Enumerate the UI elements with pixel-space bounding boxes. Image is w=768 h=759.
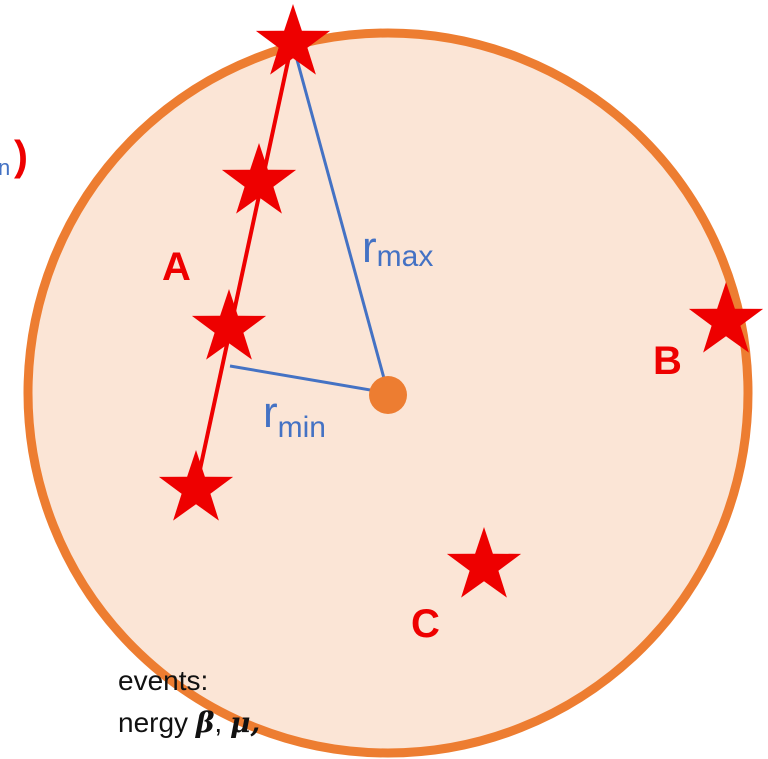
energy-mu: μ	[230, 706, 251, 739]
star-a2	[221, 143, 297, 214]
star-a1	[255, 4, 331, 75]
energy-suffix: ,	[249, 706, 260, 739]
r-min-sub: min	[278, 411, 326, 444]
r-min-line	[229, 364, 389, 395]
r-max-line	[291, 44, 390, 394]
r-max-r: r	[362, 223, 377, 272]
partial-line-events: events:	[118, 665, 208, 696]
label-track-a: A	[162, 245, 191, 289]
label-event-b: B	[653, 339, 682, 383]
star-b	[688, 282, 764, 353]
label-r-max: rmax	[362, 223, 433, 273]
energy-sep: ,	[214, 707, 230, 738]
r-max-sub: max	[377, 240, 434, 273]
partial-paren: )	[14, 132, 28, 179]
detector-center	[369, 376, 407, 414]
track-a-line	[194, 37, 295, 489]
label-r-min: rmin	[263, 388, 326, 444]
star-c	[446, 527, 522, 598]
energy-beta: β	[195, 706, 215, 739]
partial-line-energy: nergy β, μ,	[118, 706, 260, 739]
star-a4	[158, 450, 234, 521]
star-a3	[191, 289, 267, 360]
partial-subscript: n	[0, 155, 10, 180]
r-min-r: r	[263, 388, 278, 437]
energy-prefix: nergy	[118, 707, 196, 738]
label-event-c: C	[411, 602, 440, 646]
